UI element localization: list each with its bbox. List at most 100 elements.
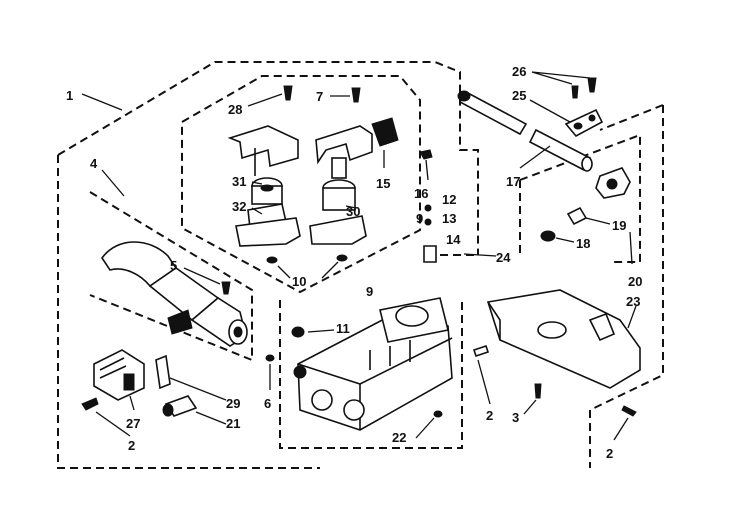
callout-17: 17 bbox=[506, 145, 551, 189]
callout-10: 10 bbox=[277, 265, 306, 289]
callout-label-9-side: 9 bbox=[416, 211, 423, 226]
callout-1: 1 bbox=[66, 88, 123, 111]
solenoid-plunger-32 bbox=[235, 203, 301, 247]
callout-label-1: 1 bbox=[66, 88, 73, 103]
callout-9-top bbox=[321, 261, 339, 279]
callout-label-27: 27 bbox=[126, 416, 140, 431]
callout-label-22: 22 bbox=[392, 430, 406, 445]
callout-16: 16 bbox=[414, 159, 429, 201]
callout-26: 26 bbox=[512, 64, 591, 85]
orifice-fitting-21 bbox=[162, 395, 198, 417]
solenoid-bracket-left bbox=[227, 125, 299, 176]
burner-valve-group-boundary-4 bbox=[89, 191, 253, 362]
bracket-group-boundary-23 bbox=[589, 104, 664, 468]
callout-7: 7 bbox=[316, 89, 350, 104]
callout-label-9: 9 bbox=[366, 284, 373, 299]
callout-label-4: 4 bbox=[90, 156, 98, 171]
callout-15: 15 bbox=[376, 150, 390, 191]
tube-17-upper bbox=[457, 90, 528, 136]
washer-12 bbox=[424, 204, 432, 212]
screw-16 bbox=[419, 149, 433, 160]
callout-label-14: 14 bbox=[446, 232, 461, 247]
callout-2-center: 2 bbox=[477, 359, 493, 423]
grommet-18 bbox=[540, 230, 556, 242]
callout-label-32: 32 bbox=[232, 199, 246, 214]
callout-label-2-right: 2 bbox=[606, 446, 613, 461]
nut-10 bbox=[266, 256, 278, 264]
callout-25: 25 bbox=[512, 88, 571, 123]
callout-32: 32 bbox=[232, 199, 263, 215]
callout-label-21: 21 bbox=[226, 416, 240, 431]
callout-29: 29 bbox=[169, 377, 240, 411]
fitting-11 bbox=[291, 326, 305, 338]
washer-6 bbox=[265, 354, 275, 362]
callout-2-left: 2 bbox=[95, 411, 135, 453]
screw-28 bbox=[283, 85, 293, 101]
ignition-switch-body bbox=[595, 167, 631, 199]
callout-label-25: 25 bbox=[512, 88, 526, 103]
callout-5: 5 bbox=[170, 258, 221, 285]
callout-label-28: 28 bbox=[228, 102, 242, 117]
screw-3 bbox=[534, 383, 542, 399]
tube-17-lower bbox=[528, 128, 593, 172]
callout-label-12: 12 bbox=[442, 192, 456, 207]
solenoid-bracket-right bbox=[315, 117, 399, 165]
callout-label-23: 23 bbox=[626, 294, 640, 309]
callout-label-15: 15 bbox=[376, 176, 390, 191]
valve-body-boundary-24 bbox=[279, 300, 463, 449]
callout-20: 20 bbox=[628, 231, 642, 289]
mounting-bracket-23 bbox=[486, 289, 641, 389]
callout-label-17: 17 bbox=[506, 174, 520, 189]
callout-2-right: 2 bbox=[606, 417, 629, 461]
valve-knob-shaft bbox=[101, 241, 248, 347]
callout-30: 30 bbox=[345, 204, 360, 219]
callout-19: 19 bbox=[585, 217, 626, 233]
callout-label-24: 24 bbox=[496, 250, 511, 265]
callout-28: 28 bbox=[228, 93, 283, 117]
callout-label-16: 16 bbox=[414, 186, 428, 201]
callout-label-2-left: 2 bbox=[128, 438, 135, 453]
callout-6: 6 bbox=[264, 364, 271, 411]
valve-body bbox=[293, 297, 453, 431]
spring-14 bbox=[423, 245, 437, 263]
spark-electrode-19 bbox=[566, 206, 588, 226]
callout-21: 21 bbox=[195, 411, 240, 431]
callout-27: 27 bbox=[126, 395, 140, 431]
callout-label-26: 26 bbox=[512, 64, 526, 79]
solenoid-group-boundary bbox=[181, 75, 421, 294]
callout-label-19: 19 bbox=[612, 218, 626, 233]
screw-7 bbox=[351, 87, 361, 103]
screw-2-right bbox=[621, 405, 637, 417]
callout-23: 23 bbox=[626, 294, 640, 329]
screw-5 bbox=[221, 281, 231, 295]
callout-label-3: 3 bbox=[512, 410, 519, 425]
callout-11: 11 bbox=[307, 321, 350, 336]
callout-24: 24 bbox=[463, 250, 511, 265]
callout-22: 22 bbox=[392, 417, 435, 445]
callout-4: 4 bbox=[90, 156, 125, 197]
washer-13 bbox=[424, 218, 432, 226]
callout-label-13: 13 bbox=[442, 211, 456, 226]
callout-label-11: 11 bbox=[336, 321, 350, 336]
nut-9 bbox=[336, 254, 348, 262]
callout-label-6: 6 bbox=[264, 396, 271, 411]
screw-2-left bbox=[81, 397, 99, 411]
callout-label-2-center: 2 bbox=[486, 408, 493, 423]
callout-3: 3 bbox=[512, 399, 537, 425]
callout-label-29: 29 bbox=[226, 396, 240, 411]
screw-2-center bbox=[472, 344, 490, 358]
callout-label-10: 10 bbox=[292, 274, 306, 289]
callout-label-20: 20 bbox=[628, 274, 642, 289]
solenoid-coil-30 bbox=[309, 157, 367, 245]
screw-26-a bbox=[571, 85, 579, 99]
callout-label-18: 18 bbox=[576, 236, 590, 251]
spacer-29 bbox=[155, 354, 171, 390]
callout-label-30: 30 bbox=[346, 204, 360, 219]
callout-label-5: 5 bbox=[170, 258, 177, 273]
callout-label-7: 7 bbox=[316, 89, 323, 104]
solenoid-coil-31 bbox=[251, 177, 283, 205]
callout-18: 18 bbox=[555, 236, 590, 251]
mounting-clip-25 bbox=[564, 108, 604, 138]
